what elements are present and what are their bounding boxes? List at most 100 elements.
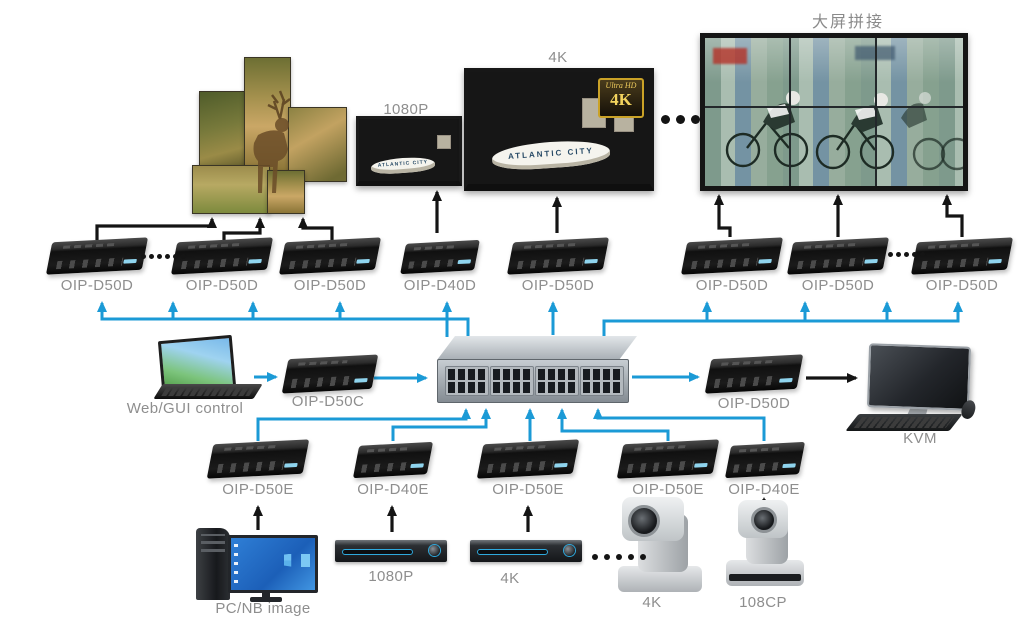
building-shape bbox=[437, 135, 451, 149]
device-logo bbox=[864, 258, 879, 264]
ellipsis-dots bbox=[592, 554, 646, 560]
player-1080p bbox=[335, 540, 447, 562]
encoder-oip-d50e-3 bbox=[616, 439, 720, 479]
device-logo bbox=[356, 258, 371, 264]
boat-shape: ATLANTIC CITY bbox=[491, 137, 611, 173]
device-logo bbox=[248, 258, 263, 264]
receiver-label: OIP-D40D bbox=[403, 277, 477, 294]
pc-source-label: PC/NB image bbox=[215, 600, 311, 617]
pc-monitor-base bbox=[250, 597, 282, 602]
camera-1080p-label: 108CP bbox=[739, 594, 787, 611]
wall-bezel-line bbox=[875, 38, 877, 186]
receiver-label: OIP-D50D bbox=[801, 277, 875, 294]
switch-top-face bbox=[437, 336, 637, 360]
ultra-hd-4k-badge: Ultra HD 4K bbox=[598, 78, 644, 118]
receiver-label: OIP-D50D bbox=[695, 277, 769, 294]
receiver-oip-d50d-2 bbox=[170, 237, 274, 275]
ellipsis-dots bbox=[888, 252, 925, 257]
ellipsis-dots bbox=[141, 254, 186, 259]
receiver-oip-d50d-6 bbox=[786, 237, 890, 275]
boat-text: ATLANTIC CITY bbox=[507, 146, 595, 161]
device-logo bbox=[457, 259, 471, 265]
device-logo bbox=[988, 258, 1003, 264]
display-arrows bbox=[95, 190, 964, 383]
receiver-label: OIP-D50D bbox=[925, 277, 999, 294]
kvm-receiver-oip-d50d bbox=[704, 354, 804, 394]
camera-base bbox=[726, 560, 804, 586]
camera-lens bbox=[751, 507, 777, 533]
laptop-keyboard bbox=[153, 384, 263, 399]
kvm-screen bbox=[866, 343, 972, 411]
switch-port-group bbox=[490, 366, 534, 396]
kvm-keyboard bbox=[845, 414, 963, 431]
camera-head bbox=[738, 500, 788, 538]
device-logo bbox=[694, 462, 709, 468]
switch-port-group bbox=[580, 366, 624, 396]
device-logo bbox=[123, 258, 138, 264]
device-logo bbox=[758, 258, 773, 264]
switch-port-group bbox=[445, 366, 489, 396]
encoder-label: OIP-D40E bbox=[728, 481, 800, 498]
receiver-label: OIP-D50D bbox=[60, 277, 134, 294]
wall-bezel-line bbox=[789, 38, 791, 186]
monitor-1080p-label: 1080P bbox=[383, 101, 429, 118]
deer-silhouette bbox=[253, 90, 291, 193]
badge-4k-text: 4K bbox=[610, 90, 632, 109]
laptop-label: Web/GUI control bbox=[126, 400, 244, 417]
tv-4k-label: 4K bbox=[548, 49, 568, 66]
cycling-image bbox=[705, 38, 963, 186]
player-1080p-label: 1080P bbox=[368, 568, 414, 585]
kvm-label: KVM bbox=[903, 430, 937, 447]
pc-tower bbox=[196, 528, 230, 600]
camera-lens bbox=[628, 505, 660, 537]
device-logo bbox=[284, 462, 299, 468]
pc-monitor-stand bbox=[262, 590, 270, 598]
encoder-label: OIP-D50E bbox=[632, 481, 704, 498]
boat-shape: ATLANTIC CITY bbox=[370, 155, 436, 176]
encoder-label: OIP-D40E bbox=[357, 481, 429, 498]
deer-wall-panel bbox=[288, 107, 347, 182]
boat-text: ATLANTIC CITY bbox=[377, 159, 429, 169]
device-logo bbox=[584, 258, 599, 264]
encoder-label: OIP-D50E bbox=[222, 481, 294, 498]
network-lines bbox=[97, 301, 963, 441]
tv-4k: ATLANTIC CITY Ultra HD 4K bbox=[464, 68, 654, 191]
monitor-1080p: ATLANTIC CITY bbox=[356, 116, 462, 186]
receiver-oip-d50d-5 bbox=[680, 237, 784, 275]
encoder-label: OIP-D50E bbox=[492, 481, 564, 498]
wall-bezel-line bbox=[705, 106, 963, 108]
controller-oip-d50c bbox=[281, 354, 379, 394]
receiver-oip-d40d bbox=[400, 239, 480, 275]
receiver-oip-d50d-7 bbox=[910, 237, 1014, 275]
encoder-oip-d40e-1 bbox=[352, 441, 434, 479]
receiver-oip-d50d-3 bbox=[278, 237, 382, 275]
camera-4k-label: 4K bbox=[642, 594, 662, 611]
badge-ultra-hd-text: Ultra HD bbox=[605, 81, 637, 90]
video-wall-title: 大屏拼接 bbox=[811, 14, 884, 31]
receiver-label: OIP-D50D bbox=[293, 277, 367, 294]
device-logo bbox=[410, 463, 424, 469]
device-logo bbox=[782, 463, 796, 469]
pc-monitor bbox=[228, 535, 318, 593]
encoder-oip-d40e-2 bbox=[724, 441, 806, 479]
receiver-label: OIP-D50D bbox=[521, 277, 595, 294]
device-logo bbox=[353, 377, 368, 383]
encoder-oip-d50e-1 bbox=[206, 439, 310, 479]
encoder-oip-d50e-2 bbox=[476, 439, 580, 479]
receiver-oip-d50d-4 bbox=[506, 237, 610, 275]
player-4k-label: 4K bbox=[500, 570, 520, 587]
switch-port-group bbox=[535, 366, 579, 396]
video-wall bbox=[700, 33, 968, 191]
kvm-receiver-label: OIP-D50D bbox=[717, 395, 791, 412]
deer-wall-panel bbox=[199, 91, 247, 170]
device-logo bbox=[778, 377, 793, 383]
ellipsis-dots bbox=[661, 115, 700, 124]
device-logo bbox=[554, 462, 569, 468]
source-arrows bbox=[253, 497, 769, 532]
player-4k bbox=[470, 540, 582, 562]
deer-wall-panel bbox=[192, 165, 270, 214]
switch-front-face bbox=[437, 359, 629, 403]
receiver-oip-d50d-1 bbox=[45, 237, 149, 275]
camera-head bbox=[622, 497, 684, 541]
